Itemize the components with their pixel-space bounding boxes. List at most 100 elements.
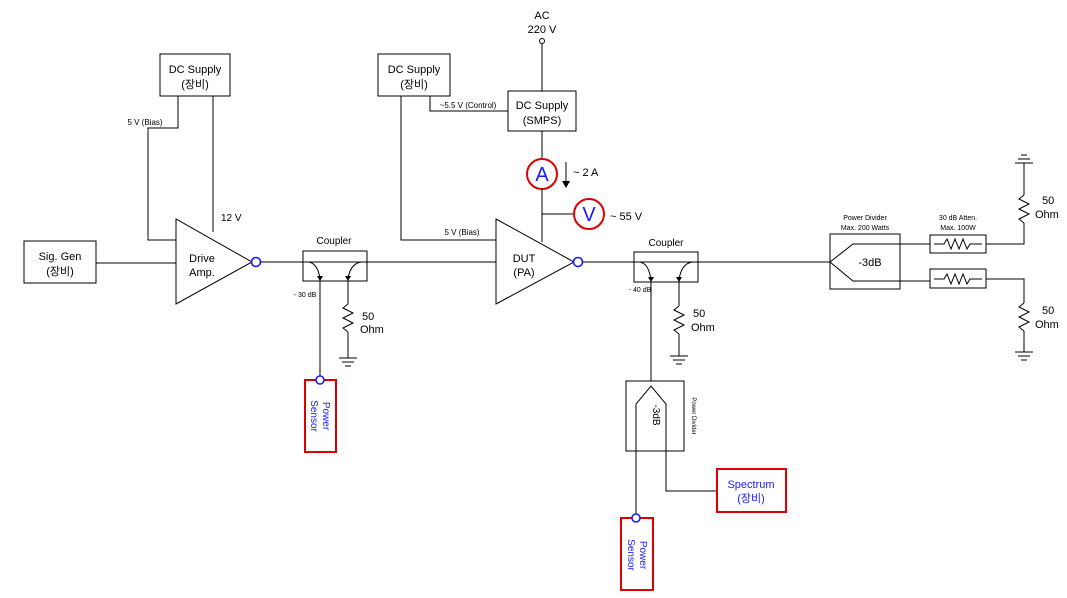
attenuator-upper-resistor — [934, 237, 982, 251]
power-divider-main-title: Power Divider — [843, 215, 887, 222]
sig-gen-sublabel: (장비) — [46, 265, 74, 278]
spectrum-sublabel: (장비) — [737, 492, 765, 505]
load-4: 50 Ohm — [1015, 302, 1059, 361]
power-divider-small-shape — [635, 385, 667, 451]
voltmeter-circle — [573, 198, 605, 230]
coupler-1-arrow-right — [345, 276, 351, 281]
control-label: ~5.5 V (Control) — [440, 101, 497, 110]
power-sensor-2-sublabel: Sensor — [625, 539, 636, 571]
drive-amp-label: Drive — [189, 253, 215, 265]
power-sensor-2-label: Power — [637, 541, 648, 570]
load-1-unit: Ohm — [360, 324, 384, 336]
power-divider-small-title: Power Divider — [690, 397, 696, 434]
ac-source: AC 220 V — [528, 10, 557, 91]
v12-label: 12 V — [221, 213, 242, 224]
power-divider-main-rating: Max. 200 Watts — [841, 225, 890, 232]
dut-label: DUT — [513, 253, 536, 265]
power-divider-small-loss: -3dB — [650, 404, 661, 425]
spectrum-analyzer: Spectrum (장비) — [716, 468, 787, 513]
load-1-value: 50 — [362, 311, 374, 323]
bias-wire-dut — [400, 96, 520, 241]
coupler-2-label: Coupler — [648, 238, 684, 249]
dc-supply-1-label: DC Supply — [169, 64, 222, 76]
power-sensor-2-port — [631, 513, 641, 523]
voltage-label: ~ 55 V — [610, 211, 643, 223]
drive-amp: Drive Amp. — [175, 218, 262, 305]
ammeter-symbol: A — [535, 164, 549, 186]
load-4-resistor — [1017, 302, 1031, 332]
spectrum-label: Spectrum — [727, 479, 774, 491]
current-label: ~ 2 A — [573, 167, 599, 179]
coupler-1: Coupler — [302, 236, 368, 282]
bias-wire-drive — [147, 96, 200, 241]
coupler-2: Coupler — [633, 238, 699, 283]
dut-output-port — [572, 256, 584, 268]
coupler-1-arrow-left — [317, 276, 323, 281]
attenuator-rating: Max. 100W — [940, 225, 976, 232]
attenuator-label: 30 dB Atten. — [939, 215, 977, 222]
power-divider-small: -3dB Power Divider — [625, 380, 696, 452]
dc-supply-smps: DC Supply (SMPS) — [507, 90, 577, 132]
attenuator-lower — [929, 268, 987, 289]
load-4-value: 50 — [1042, 305, 1054, 317]
load-3-unit: Ohm — [1035, 209, 1059, 221]
coupler-1-box — [302, 250, 368, 282]
dc-supply-2-sublabel: (장비) — [400, 78, 428, 91]
attenuator-lower-resistor — [934, 272, 982, 286]
power-sensor-1: Power Sensor — [304, 375, 337, 453]
divider-to-spectrum-wire — [665, 451, 717, 492]
load-3-resistor — [1017, 194, 1031, 224]
voltmeter-symbol: V — [582, 204, 596, 226]
power-divider-main-loss: -3dB — [858, 257, 881, 269]
load-2-resistor — [672, 305, 686, 335]
bias-5v-label-drive: 5 V (Bias) — [127, 118, 162, 127]
dut-triangle — [495, 218, 576, 305]
dc-supply-2-label: DC Supply — [388, 64, 441, 76]
dc-supply-1: DC Supply (장비) — [159, 53, 231, 97]
coupler-2-box — [633, 251, 699, 283]
coupler-1-label: Coupler — [316, 236, 352, 247]
dut-sublabel: (PA) — [513, 267, 534, 279]
drive-amp-sublabel: Amp. — [189, 267, 215, 279]
drive-amp-output-port — [250, 256, 262, 268]
coupler-2-coupling-label: - 40 dB — [629, 287, 652, 294]
dc-supply-2-box — [377, 53, 451, 97]
load-4-unit: Ohm — [1035, 319, 1059, 331]
bias-5v-label-dut: 5 V (Bias) — [444, 228, 479, 237]
load-3: 50 Ohm — [1015, 154, 1059, 224]
load-2-value: 50 — [693, 308, 705, 320]
coupler-2-arrow-left — [648, 277, 654, 282]
coupler-1-coupling-label: - 30 dB — [294, 292, 317, 299]
spectrum-box — [716, 468, 787, 513]
control-wire — [429, 96, 508, 112]
sig-gen-label: Sig. Gen — [39, 251, 82, 263]
lower-branch-wire-right — [986, 278, 1025, 303]
drive-amp-triangle — [175, 218, 254, 305]
power-sensor-1-sublabel: Sensor — [308, 400, 319, 432]
dc-supply-smps-sublabel: (SMPS) — [523, 115, 562, 127]
dc-supply-smps-label: DC Supply — [516, 100, 569, 112]
load-1-resistor — [341, 303, 355, 333]
coupler-2-arrow-right — [676, 277, 682, 282]
power-sensor-1-port — [315, 375, 325, 385]
upper-branch-wire-right — [986, 223, 1025, 245]
attenuator-upper — [929, 234, 987, 254]
dc-supply-1-sublabel: (장비) — [181, 78, 209, 91]
dc-supply-smps-box — [507, 90, 577, 132]
dut: DUT (PA) — [495, 218, 584, 305]
power-sensor-2: Power Sensor — [620, 513, 654, 591]
power-sensor-1-label: Power — [320, 402, 331, 431]
load-3-value: 50 — [1042, 195, 1054, 207]
load-2-unit: Ohm — [691, 322, 715, 334]
load-1: 50 Ohm — [339, 281, 384, 367]
load-2: 50 Ohm — [670, 282, 715, 365]
power-sensor-1-box — [304, 379, 337, 453]
dc-supply-2: DC Supply (장비) — [377, 53, 451, 97]
ac-voltage-label: 220 V — [528, 24, 557, 36]
voltmeter: V — [573, 198, 605, 230]
ac-label: AC — [534, 10, 549, 22]
power-divider-main: Power Divider Max. 200 Watts -3dB — [829, 215, 901, 290]
sig-gen: Sig. Gen (장비) — [23, 240, 97, 284]
dc-supply-1-box — [159, 53, 231, 97]
